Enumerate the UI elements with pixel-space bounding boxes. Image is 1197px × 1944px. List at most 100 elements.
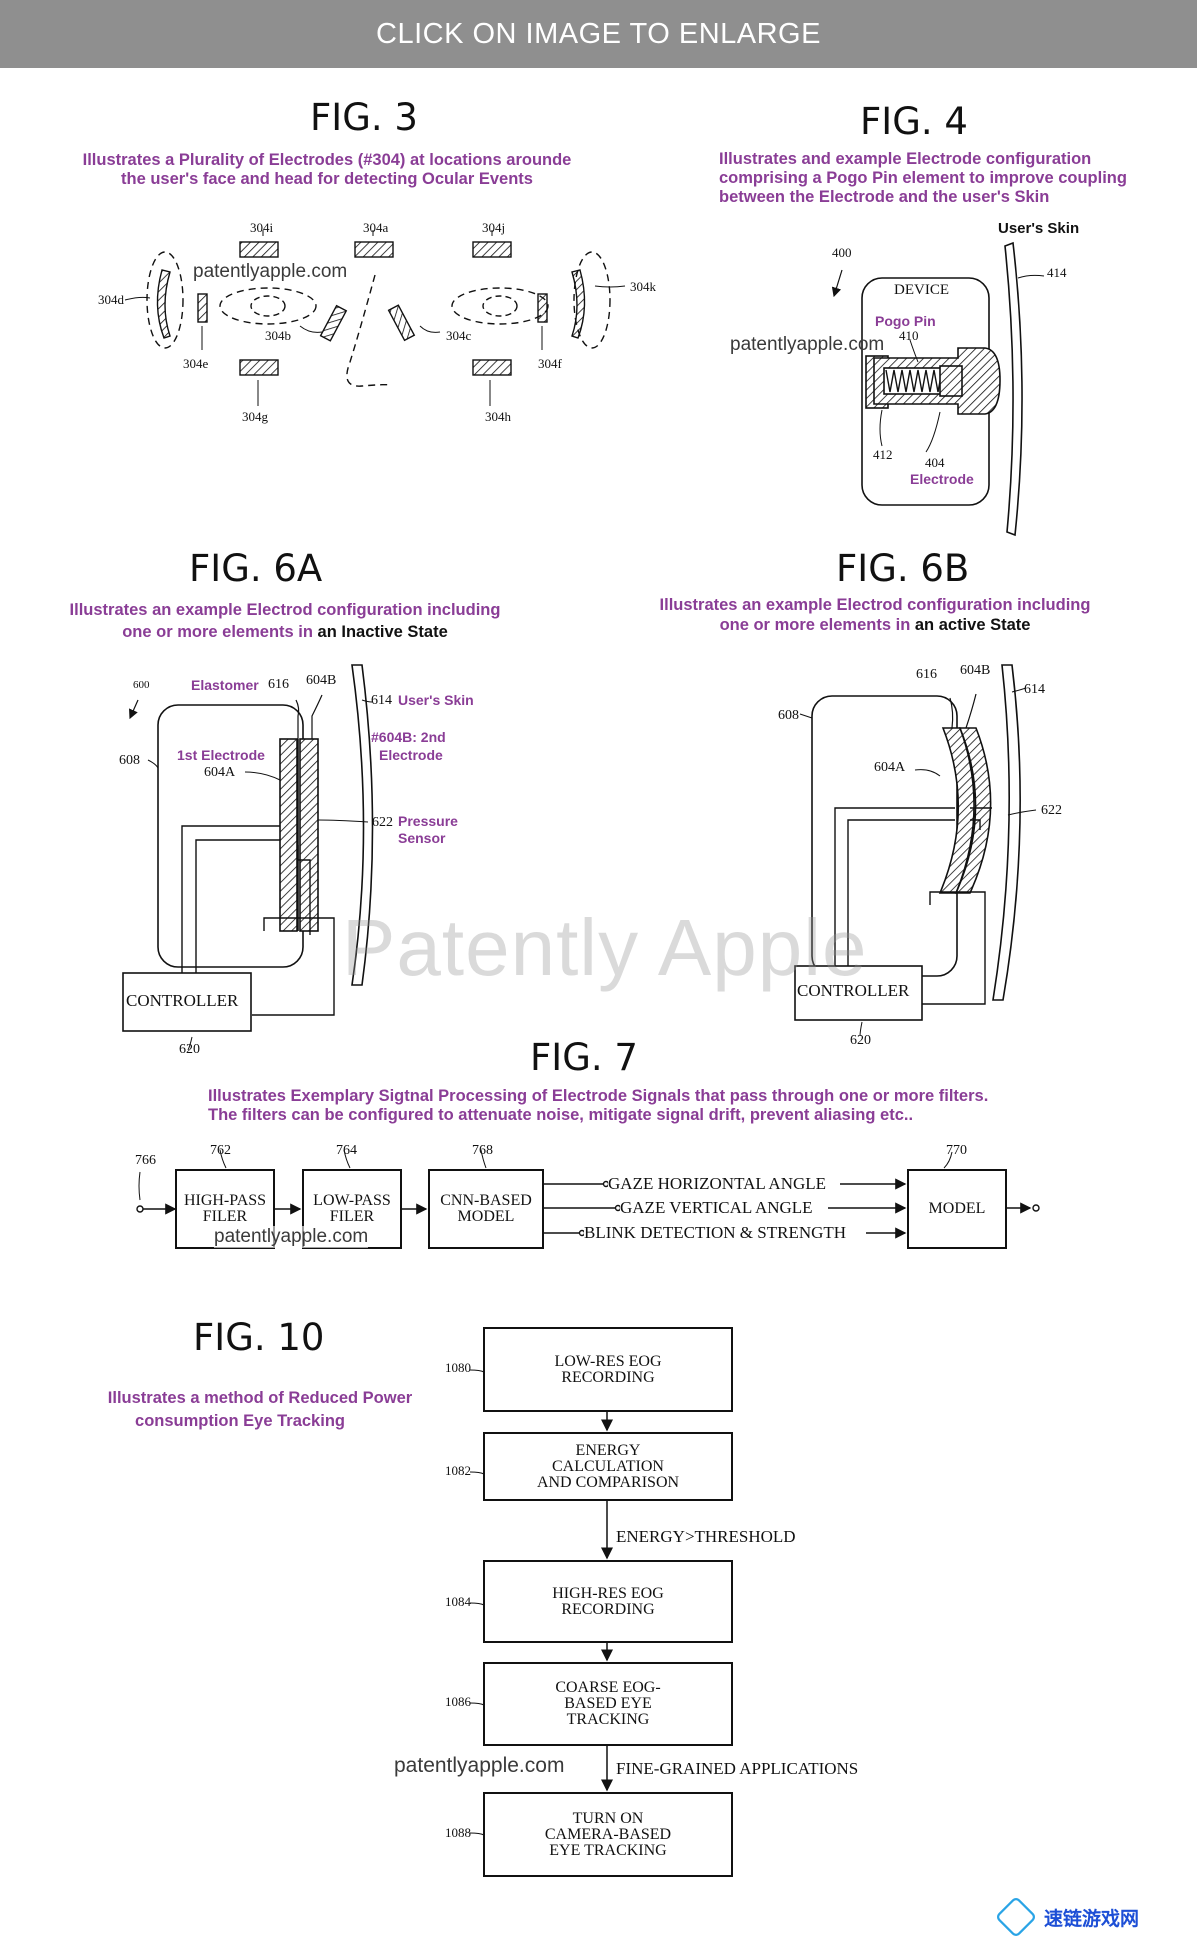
fig6a-2nd-electrode-line2: Electrode [379, 747, 443, 763]
ref-614-b: 614 [1024, 682, 1045, 697]
step1-line1: LOW-RES EOG [554, 1352, 662, 1370]
fig6a-drawing [129, 664, 374, 1051]
high-pass-line1: HIGH-PASS [183, 1192, 267, 1209]
fig6b-controller-box [794, 965, 923, 1021]
label-304g: 304g [242, 409, 268, 424]
ref-414: 414 [1047, 265, 1067, 280]
fig7-caption-line2: The filters can be configured to attenua… [208, 1106, 914, 1124]
ref-766: 766 [135, 1153, 156, 1168]
step2-line2: CALCULATION [551, 1457, 664, 1475]
skin-curve [1004, 241, 1023, 537]
logo-text: 速链游戏网 [1044, 1907, 1140, 1930]
fig4-title: FIG. 4 [860, 100, 968, 143]
fig6a-title: FIG. 6A [189, 547, 323, 590]
ref-412: 412 [873, 447, 893, 462]
label-304a: 304a [363, 220, 389, 235]
fig6a-1st-electrode-label: 1st Electrode [177, 747, 265, 763]
site-watermark-3: patentlyapple.com [214, 1226, 369, 1248]
fig4-drawing [831, 241, 1045, 537]
ear-left [146, 251, 184, 349]
fig7-title: FIG. 7 [530, 1036, 638, 1079]
label-304e: 304e [183, 356, 209, 371]
ref-604b-b: 604B [960, 663, 991, 678]
electrode-304c [387, 304, 416, 342]
ref-1086: 1086 [445, 1694, 471, 1709]
label-304i: 304i [250, 220, 274, 235]
signal-gaze-horizontal: GAZE HORIZONTAL ANGLE [608, 1174, 827, 1194]
electrode-604b-b [954, 727, 992, 894]
fig7-connections [136, 1149, 1040, 1239]
ref-1082: 1082 [445, 1463, 471, 1478]
fig6a-2nd-electrode-line1: #604B: 2nd [371, 729, 446, 745]
step4-line3: TRACKING [566, 1711, 650, 1728]
ref-608-a: 608 [119, 753, 140, 768]
step2-line1: ENERGY [575, 1441, 641, 1459]
signal-gaze-vertical: GAZE VERTICAL ANGLE [620, 1198, 813, 1218]
site-watermark-4: patentlyapple.com [394, 1754, 565, 1777]
ref-622-a: 622 [372, 815, 393, 830]
electrode-304e [197, 293, 208, 323]
fig6b-controller-label: CONTROLLER [797, 981, 910, 1000]
ref-620-a: 620 [179, 1042, 200, 1057]
fig4-skin-label: User's Skin [998, 220, 1080, 237]
ref-770: 770 [946, 1143, 967, 1158]
fig6a-caption-line1: Illustrates an example Electrod configur… [69, 601, 501, 619]
enlarge-banner[interactable]: CLICK ON IMAGE TO ENLARGE [0, 0, 1197, 68]
banner-text: CLICK ON IMAGE TO ENLARGE [376, 17, 821, 50]
ref-1088: 1088 [445, 1825, 471, 1840]
label-304h: 304h [485, 409, 511, 424]
ref-404: 404 [925, 455, 945, 470]
ref-604a-b: 604A [874, 760, 906, 775]
ref-764: 764 [336, 1143, 357, 1158]
fig6b-caption-2a: one or more elements in [719, 616, 911, 634]
fig4-device-label: DEVICE [894, 282, 949, 298]
fig6a-controller-label: CONTROLLER [126, 991, 239, 1010]
ref-600: 600 [133, 679, 150, 691]
ear-right [573, 251, 611, 349]
ref-604b: 604B [306, 673, 337, 688]
fig10-caption-line1: Illustrates a method of Reduced Power [107, 1389, 413, 1407]
electrode-604a [279, 738, 298, 932]
step3-line1: HIGH-RES EOG [552, 1584, 664, 1602]
fig6a-caption-line2: one or more elements in an Inactive Stat… [50, 623, 520, 642]
site-logo[interactable]: 速链游戏网 [994, 1893, 1194, 1941]
nose [346, 274, 391, 387]
electrode-304b [319, 304, 348, 342]
step3-line2: RECORDING [561, 1600, 655, 1618]
patently-apple-watermark: Patently Apple [342, 903, 868, 992]
fig6a-skin-label: User's Skin [398, 692, 474, 708]
electrode-304a [354, 241, 394, 258]
cnn-line2: MODEL [457, 1208, 515, 1225]
step5-line2: CAMERA-BASED [544, 1825, 672, 1843]
fig6b-caption-line2: one or more elements in an active State [640, 616, 1110, 635]
step4-line1: COARSE EOG- [555, 1679, 661, 1696]
fig4-pogo-label: Pogo Pin [875, 313, 936, 329]
electrode-604b [299, 738, 319, 932]
condition-energy-threshold: ENERGY>THRESHOLD [616, 1527, 796, 1547]
fig6a-pressure-line2: Sensor [398, 830, 446, 846]
low-pass-line1: LOW-PASS [313, 1192, 391, 1209]
fig3-title: FIG. 3 [310, 96, 418, 139]
ref-1080: 1080 [445, 1360, 471, 1375]
logo-icon [994, 1895, 1038, 1939]
fig6a-caption-2b: an Inactive State [317, 623, 448, 641]
fig6b-caption-2b: an active State [914, 616, 1031, 634]
fig6b-title: FIG. 6B [836, 547, 970, 590]
ref-620-b: 620 [850, 1033, 871, 1048]
step4-line2: BASED EYE [564, 1695, 652, 1712]
label-304b: 304b [265, 328, 291, 343]
fig6b-drawing [799, 664, 1037, 1037]
site-watermark-2: patentlyapple.com [730, 334, 885, 355]
fig6b-skin [992, 664, 1021, 1001]
ref-400: 400 [832, 245, 852, 260]
fig10-title: FIG. 10 [193, 1316, 325, 1359]
ref-616-b: 616 [916, 667, 937, 682]
fig3-caption-line2: the user's face and head for detecting O… [121, 170, 533, 188]
label-304k: 304k [630, 279, 656, 294]
